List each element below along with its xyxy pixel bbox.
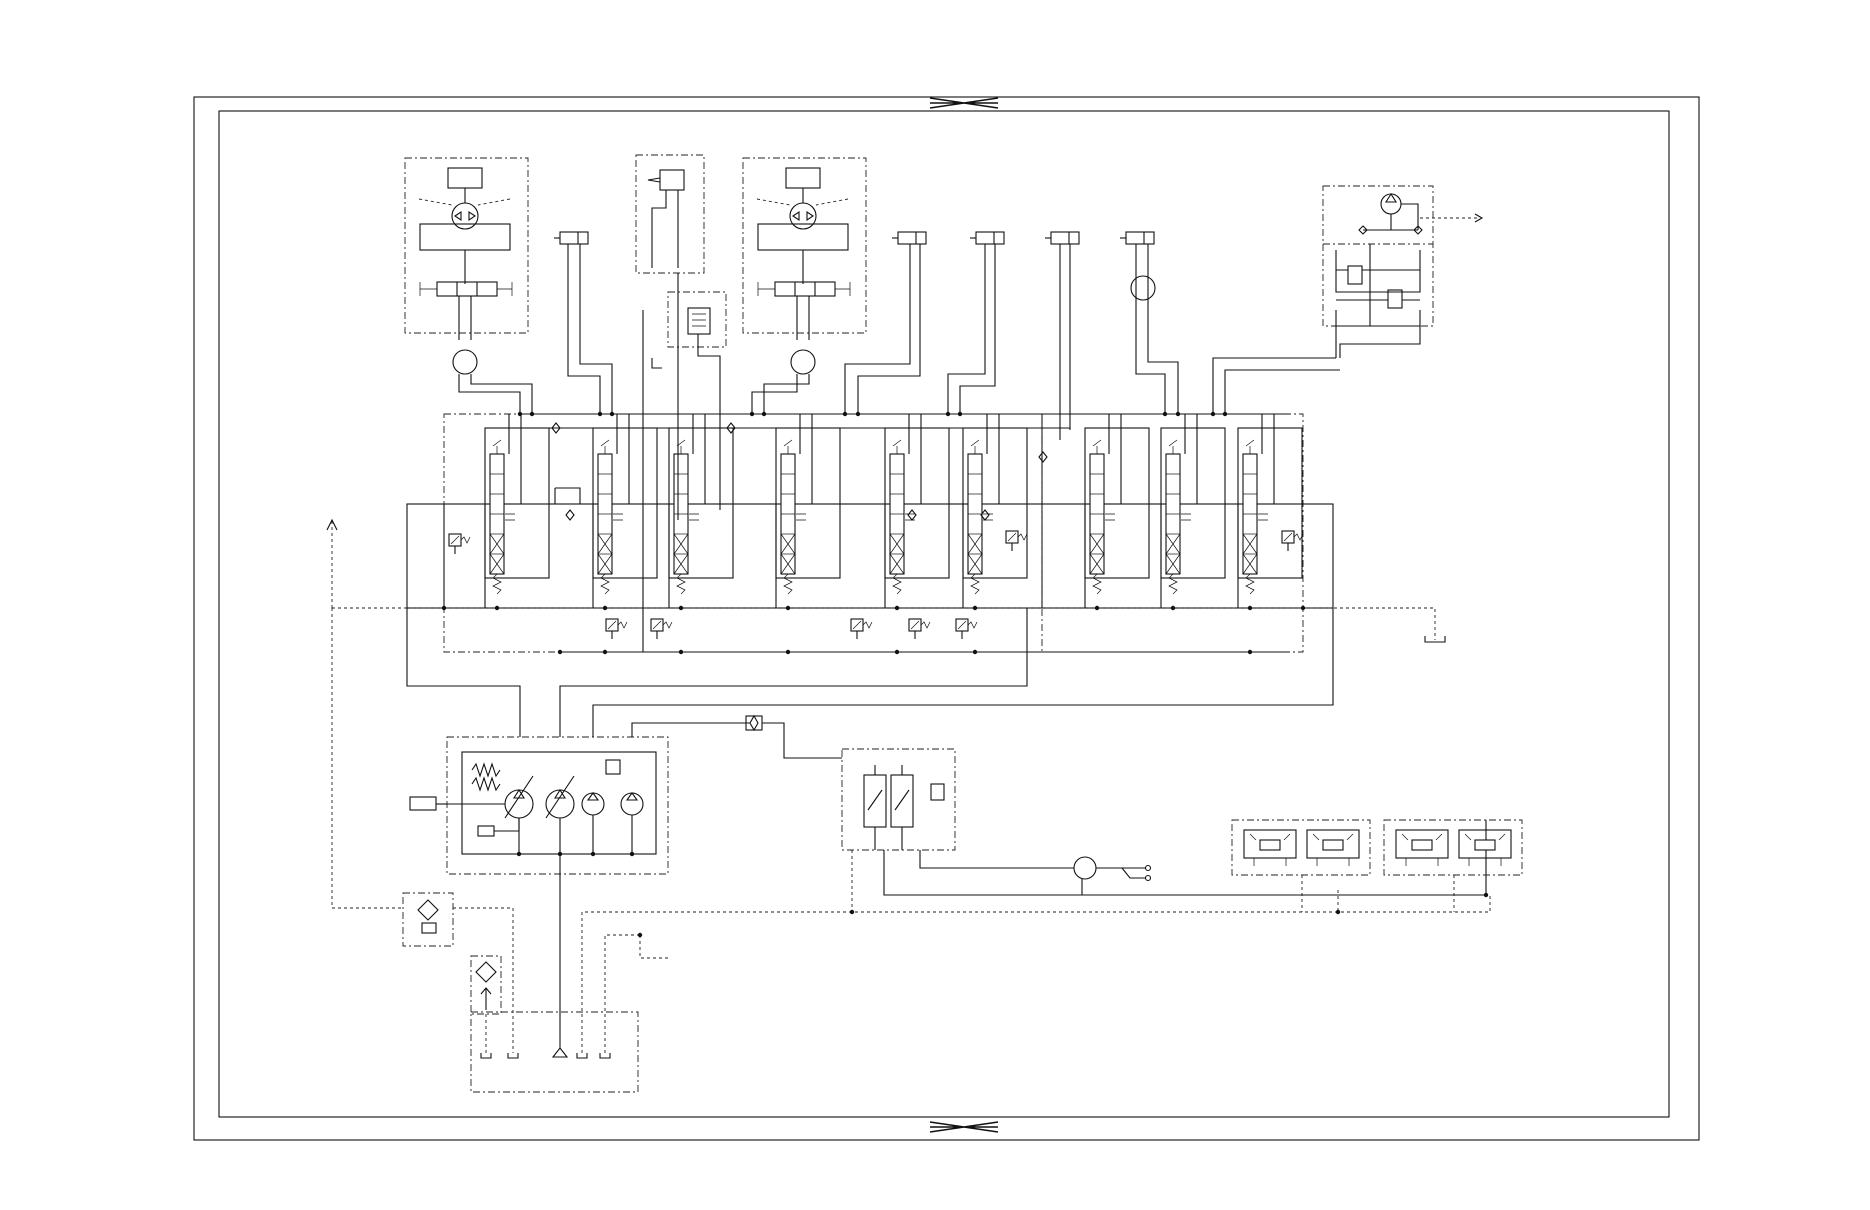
- check-valves-main: [551, 422, 1048, 521]
- junction-dot-2: [529, 411, 535, 417]
- actuator-feed-lines: [567, 244, 1340, 440]
- spool-valve-5: [884, 414, 950, 608]
- pilot-control-valves: [1231, 819, 1523, 912]
- spool-valve-7: [1084, 414, 1150, 608]
- junction-dot-15: [441, 605, 447, 611]
- junction-dot-21: [972, 605, 978, 611]
- junction-dot-3: [597, 411, 603, 417]
- spool-valve-4: [775, 414, 841, 608]
- hydraulic-cylinders: [554, 231, 1155, 245]
- spool-valve-9: [1237, 414, 1303, 608]
- pilot-control-valve-1: [1243, 829, 1297, 866]
- junction-dot-31: [972, 649, 978, 655]
- solenoid-valve-module: [841, 748, 1487, 896]
- relief-valve-7: [1005, 530, 1028, 551]
- spool-valve-2: [592, 414, 658, 608]
- junction-dot-17: [602, 605, 608, 611]
- junction-dot-32: [1247, 649, 1253, 655]
- junction-dot-36: [629, 851, 635, 857]
- variable-pump-1: [504, 789, 534, 819]
- junction-dot-33: [516, 851, 522, 857]
- accumulator-top: [1130, 275, 1156, 301]
- junction-dot-5: [749, 411, 755, 417]
- junction-dot-9: [945, 411, 951, 417]
- main-control-valve-block: [406, 413, 1334, 653]
- junction-dot-35: [590, 851, 596, 857]
- relief-valve-6: [955, 618, 978, 639]
- pump-group: [406, 608, 1334, 875]
- pilot-control-valve-group-2: [1383, 819, 1523, 912]
- drawing-frame: [193, 96, 1700, 1141]
- relief-valves: [448, 530, 1304, 639]
- cylinder-4: [1045, 231, 1080, 245]
- relief-valve-2: [605, 618, 628, 639]
- junction-dot-23: [1170, 605, 1176, 611]
- cylinder-3: [970, 231, 1005, 245]
- junction-dot-14: [1222, 411, 1228, 417]
- spool-valve-6: [962, 414, 1028, 608]
- return-filter: [331, 608, 514, 1053]
- junction-dot-25: [1300, 605, 1306, 611]
- pilot-supply-module: [1322, 185, 1484, 358]
- junction-dot-40: [1483, 892, 1489, 898]
- gear-pump-1: [581, 792, 605, 816]
- junction-dot-30: [894, 649, 900, 655]
- junction-dot-38: [1335, 909, 1341, 915]
- junction-dot-34: [557, 851, 563, 857]
- relief-valve-3: [650, 618, 673, 639]
- junction-dot-13: [1210, 411, 1216, 417]
- junction-dot-20: [894, 605, 900, 611]
- pilot-line-filter: [745, 714, 842, 759]
- pilot-control-valve-3: [1395, 829, 1449, 866]
- junction-dot-27: [602, 649, 608, 655]
- junction-dot-18: [678, 605, 684, 611]
- gear-pump-2: [620, 792, 644, 816]
- hydraulic-tank: [470, 850, 1491, 1093]
- junction-dot-1: [517, 411, 523, 417]
- spool-valve-1: [484, 414, 550, 608]
- junction-dot-10: [957, 411, 963, 417]
- oil-cooler: [470, 955, 502, 1059]
- relief-valve-1: [448, 533, 471, 554]
- junction-dot-11: [1162, 411, 1168, 417]
- junction-dots: [441, 411, 1489, 938]
- junction-dot-28: [678, 649, 684, 655]
- pilot-control-valve-2: [1306, 829, 1360, 866]
- spool-valve-8: [1160, 414, 1226, 608]
- variable-pump-2: [545, 789, 575, 819]
- centering-mark-bottom: [929, 1121, 999, 1133]
- swing-motor-module-middle: [742, 157, 867, 414]
- junction-dot-6: [761, 411, 767, 417]
- junction-dot-4: [609, 411, 615, 417]
- junction-dot-8: [855, 411, 861, 417]
- junction-dot-29: [785, 649, 791, 655]
- relief-valve-5: [908, 618, 931, 639]
- directional-valve-spools: [484, 414, 1303, 608]
- relief-valve-8: [1281, 530, 1304, 551]
- junction-dot-24: [1247, 605, 1253, 611]
- pilot-solenoid-valve: [642, 273, 727, 652]
- pilot-control-valve-group-1: [1231, 819, 1371, 912]
- junction-dot-16: [494, 605, 500, 611]
- pilot-control-valve-4: [1458, 829, 1512, 866]
- junction-dot-37: [849, 909, 855, 915]
- cylinder-5: [1120, 231, 1155, 245]
- tank-return-line: [326, 518, 1446, 643]
- junction-dot-12: [1175, 411, 1181, 417]
- swing-motor-module-left: [404, 157, 533, 414]
- spool-valve-3: [668, 414, 734, 608]
- junction-dot-7: [842, 411, 848, 417]
- junction-dot-26: [557, 649, 563, 655]
- junction-dot-22: [1094, 605, 1100, 611]
- junction-dot-39: [637, 932, 643, 938]
- relief-valve-4: [850, 618, 873, 639]
- junction-dot-19: [785, 605, 791, 611]
- centering-mark-top: [929, 97, 999, 109]
- cylinder-2: [892, 231, 927, 245]
- swivel-joint-module: [635, 154, 705, 274]
- cylinder-1: [554, 231, 589, 245]
